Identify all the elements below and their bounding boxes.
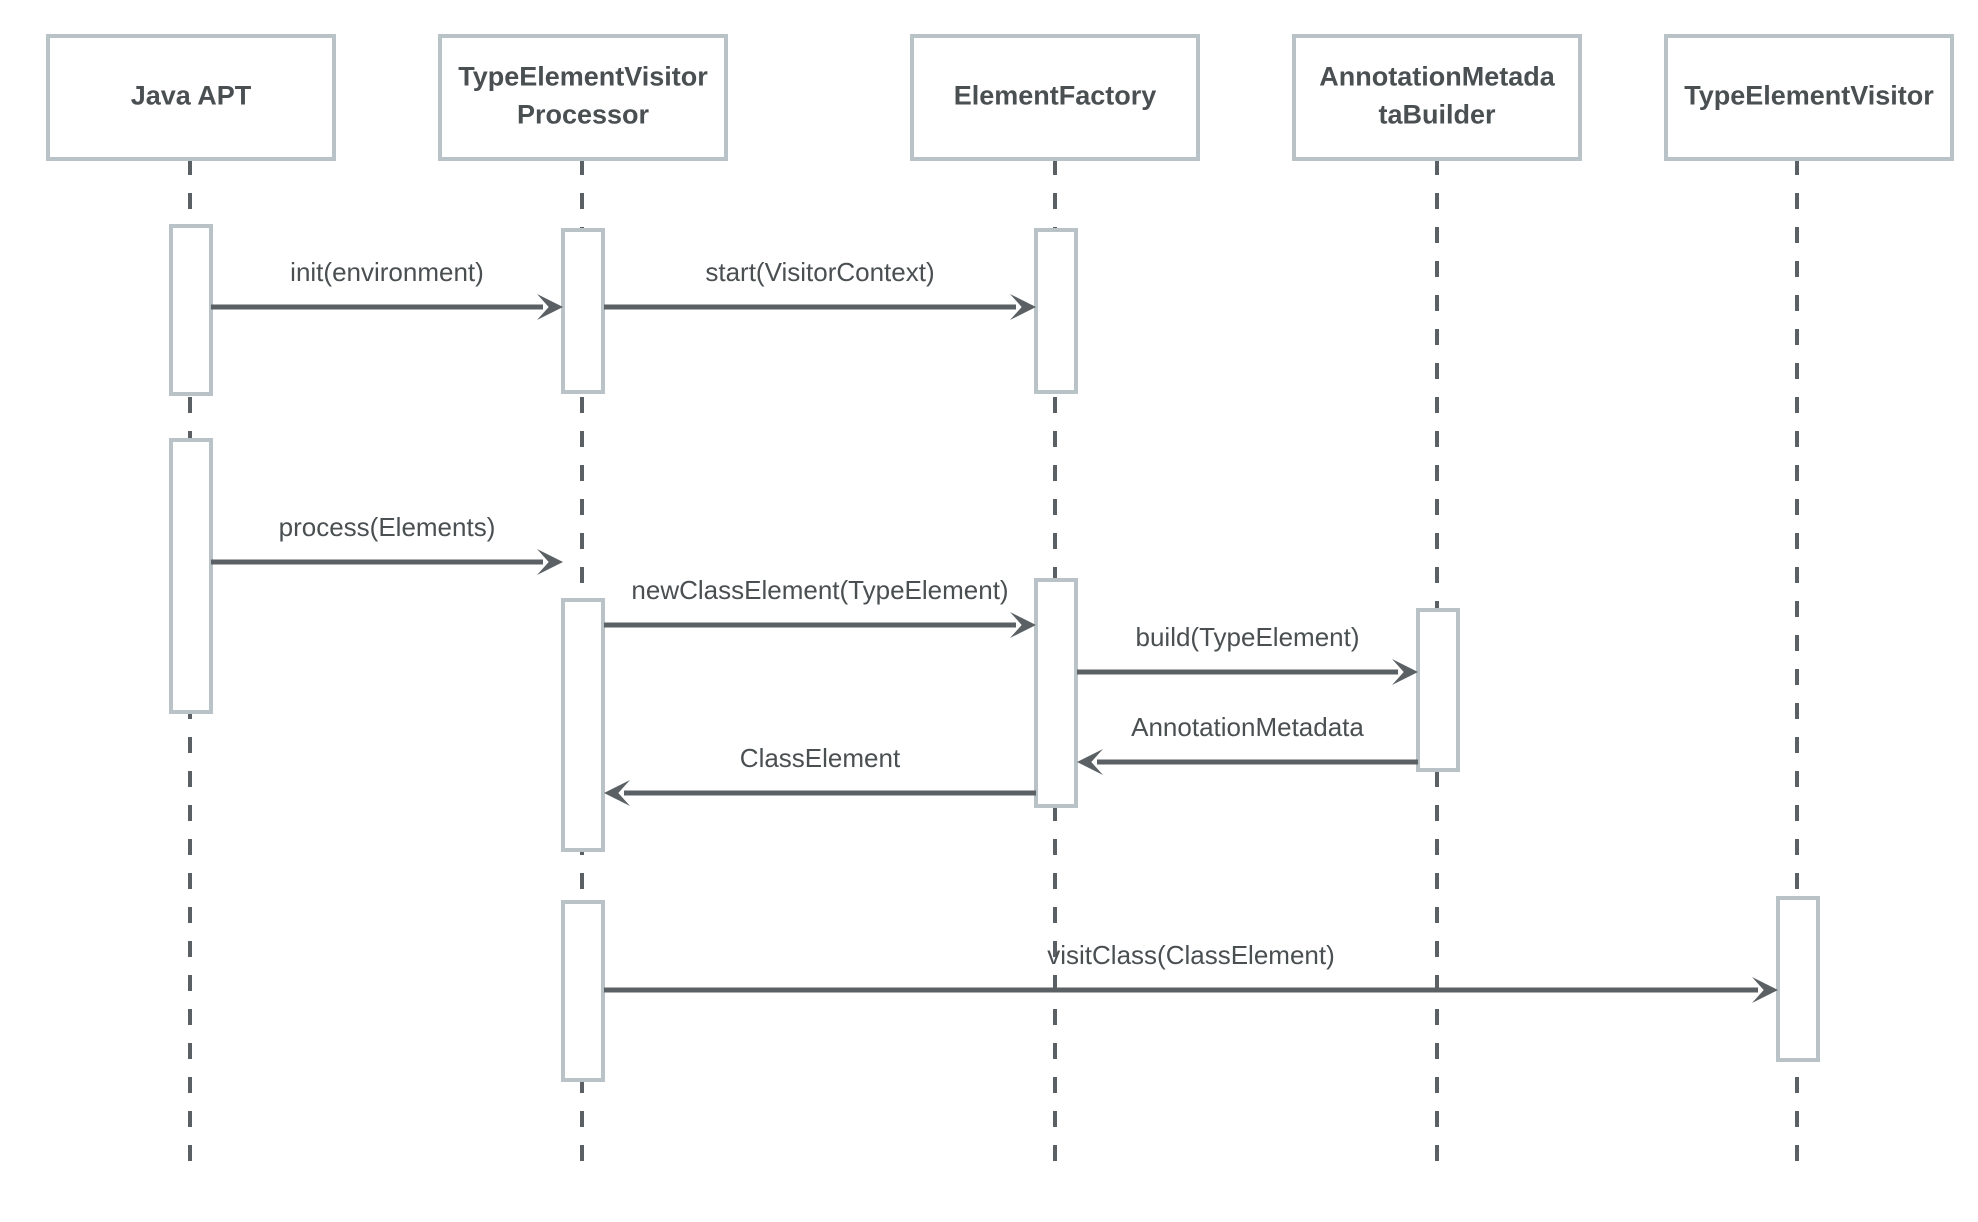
message-label-m4: newClassElement(TypeElement) (631, 575, 1008, 605)
activation-bar-type-element-visitor-processor (561, 228, 605, 394)
participant-java-apt: Java APT (46, 34, 336, 161)
message-arrowhead-m2 (1010, 294, 1036, 320)
message-m6[interactable]: AnnotationMetadata (1077, 712, 1418, 775)
message-m8[interactable]: visitClass(ClassElement) (604, 940, 1778, 1003)
participant-element-factory: ElementFactory (910, 34, 1200, 161)
message-label-m1: init(environment) (290, 257, 484, 287)
participant-label-java-apt: Java APT (131, 81, 252, 111)
participant-label-type-element-visitor: TypeElementVisitor (1684, 81, 1934, 111)
message-m5[interactable]: build(TypeElement) (1077, 622, 1418, 685)
activation-bar-java-apt (169, 224, 213, 396)
participant-type-element-visitor: TypeElementVisitor (1664, 34, 1954, 161)
message-label-m7: ClassElement (740, 743, 901, 773)
message-m7[interactable]: ClassElement (604, 743, 1036, 806)
message-arrowhead-m7 (604, 780, 630, 806)
message-m3[interactable]: process(Elements) (211, 512, 563, 575)
activation-bar-annotation-metadata-builder (1416, 608, 1460, 772)
activation-bar-element-factory (1034, 578, 1078, 808)
participant-box-java-apt (46, 34, 336, 161)
message-arrowhead-m4 (1010, 612, 1036, 638)
message-arrowhead-m6 (1077, 749, 1103, 775)
message-label-m3: process(Elements) (279, 512, 496, 542)
participant-box-element-factory (910, 34, 1200, 161)
activation-bar-java-apt (169, 438, 213, 714)
message-arrowhead-m1 (537, 294, 563, 320)
activation-bar-type-element-visitor-processor (561, 598, 605, 852)
message-label-m5: build(TypeElement) (1136, 622, 1360, 652)
message-m1[interactable]: init(environment) (211, 257, 563, 320)
participant-box-type-element-visitor (1664, 34, 1954, 161)
activation-bar-type-element-visitor (1776, 896, 1820, 1062)
participant-label-element-factory: ElementFactory (954, 81, 1157, 111)
activation-bar-element-factory (1034, 228, 1078, 394)
message-arrowhead-m3 (537, 549, 563, 575)
message-m2[interactable]: start(VisitorContext) (604, 257, 1036, 320)
message-label-m6: AnnotationMetadata (1131, 712, 1364, 742)
message-arrowhead-m8 (1752, 977, 1778, 1003)
participant-box-type-element-visitor-processor (438, 34, 728, 161)
message-label-m2: start(VisitorContext) (705, 257, 934, 287)
participant-box-annotation-metadata-builder (1292, 34, 1582, 161)
activation-bar-type-element-visitor-processor (561, 900, 605, 1082)
message-arrowhead-m5 (1392, 659, 1418, 685)
message-m4[interactable]: newClassElement(TypeElement) (604, 575, 1036, 638)
message-label-m8: visitClass(ClassElement) (1047, 940, 1335, 970)
